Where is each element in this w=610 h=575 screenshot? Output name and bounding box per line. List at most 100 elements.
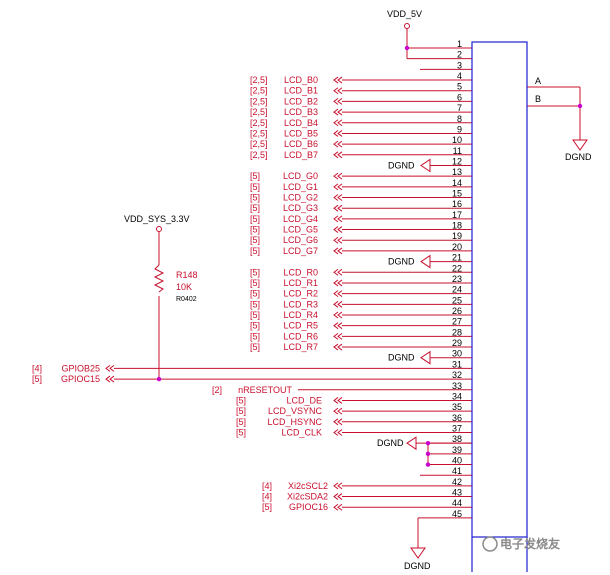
signal-name: LCD_B3: [284, 107, 318, 117]
reset-name: nRESETOUT: [238, 385, 292, 395]
signal-arrow: [333, 397, 343, 404]
signal-ref: [5]: [262, 502, 272, 512]
signal-name: LCD_B4: [284, 118, 318, 128]
signal-ref: [5]: [250, 203, 260, 213]
signal-arrow: [333, 311, 343, 319]
pin-number: 39: [452, 445, 462, 455]
pin-number: 28: [452, 327, 462, 337]
signal-arrow: [333, 108, 343, 116]
signal-ref: [5]: [250, 331, 260, 341]
gpio-ref: [5]: [32, 374, 42, 384]
wires: [114, 28, 581, 548]
pin-number: 27: [452, 317, 462, 327]
signal-arrow: [333, 183, 343, 191]
signal-arrow: [333, 300, 343, 308]
resistor-value: 10K: [176, 282, 192, 292]
dgnd-label: DGND: [377, 438, 404, 448]
signal-arrow: [333, 119, 343, 127]
dgnd-bottom-label: DGND: [404, 561, 431, 571]
pin-number: 4: [457, 71, 462, 81]
connector-outline: [471, 41, 528, 538]
dgnd-label: DGND: [388, 160, 415, 170]
signal-arrow: [333, 482, 343, 490]
signal-ref: [5]: [250, 278, 260, 288]
signal-arrow: [333, 268, 343, 276]
pin-number: 24: [452, 285, 462, 295]
signal-ref: [5]: [250, 193, 260, 203]
power-terminal: [156, 226, 162, 232]
signal-ref: [5]: [236, 427, 246, 437]
dgnd-label: DGND: [388, 353, 415, 363]
signal-arrow: [333, 140, 343, 148]
pin-number: 8: [457, 114, 462, 124]
power-terminal: [404, 23, 410, 29]
pin-number: 13: [452, 167, 462, 177]
signal-name: LCD_G0: [283, 171, 318, 181]
signal-ref: [5]: [250, 246, 260, 256]
pin-number: 11: [453, 146, 462, 156]
signal-ref: [2,5]: [250, 86, 268, 96]
signal-arrow: [333, 290, 343, 298]
signal-ref: [5]: [250, 214, 260, 224]
signal-name: LCD_R6: [283, 331, 318, 341]
pin-number: 41: [452, 466, 462, 476]
pin-number: 31: [452, 359, 462, 369]
signal-ref: [5]: [250, 321, 260, 331]
gpio-arrow: [105, 375, 115, 383]
signal-arrow: [333, 418, 343, 426]
signal-name: LCD_G1: [283, 182, 318, 192]
signal-arrow: [333, 226, 343, 233]
signal-ref: [5]: [250, 289, 260, 299]
signal-arrow: [333, 493, 343, 500]
watermark-text: 电子发烧友: [500, 536, 560, 551]
signal-arrow: [333, 407, 343, 415]
signal-name: LCD_G3: [283, 203, 318, 213]
signal-ref: [5]: [250, 342, 260, 352]
signal-name: LCD_B1: [284, 86, 318, 96]
signal-ref: [2,5]: [250, 139, 268, 149]
pin-b-label: B: [535, 94, 541, 104]
dgnd-left-symbol: [420, 158, 431, 173]
pin-number: 15: [452, 189, 462, 199]
gpio-arrow: [105, 365, 115, 372]
vdd-sys-label: VDD_SYS_3.3V: [124, 214, 190, 224]
pin-number: 23: [452, 274, 462, 284]
pin-number: 20: [452, 242, 462, 252]
pin-number: 6: [457, 92, 462, 102]
pin-number: 42: [452, 477, 462, 487]
dgnd-left-symbol: [406, 436, 417, 451]
signal-ref: [4]: [262, 492, 272, 502]
signal-name: LCD_HSYNC: [267, 417, 322, 427]
signal-ref: [2,5]: [250, 96, 268, 106]
resistor-ref: R148: [176, 270, 198, 280]
signal-name: LCD_R7: [283, 342, 318, 352]
pin-number: 3: [457, 60, 462, 70]
signal-arrow: [333, 151, 343, 159]
signal-ref: [2,5]: [250, 150, 268, 160]
pin-number: 33: [452, 381, 462, 391]
dgnd-right-symbol: [572, 139, 588, 151]
signal-arrow: [333, 194, 343, 201]
dgnd-bottom-symbol: [410, 547, 426, 559]
gpio-ref: [4]: [32, 363, 42, 373]
signal-labels: LCD_B0[2,5]LCD_B1[2,5]LCD_B2[2,5]LCD_B3[…: [32, 75, 415, 512]
junction-dot: [425, 462, 431, 467]
signal-ref: [5]: [250, 235, 260, 245]
signal-ref: [5]: [250, 310, 260, 320]
dgnd-left-symbol: [420, 254, 431, 269]
dgnd-left-symbol: [420, 350, 431, 365]
signal-arrow: [333, 172, 343, 180]
pin-number: 34: [452, 391, 462, 401]
watermark-logo-icon: [482, 536, 498, 552]
signal-arrow: [333, 204, 343, 212]
signal-name: LCD_G6: [283, 235, 318, 245]
signal-ref: [5]: [236, 406, 246, 416]
pin-number: 1: [457, 39, 462, 49]
signal-name: LCD_G5: [283, 225, 318, 235]
pin-number: 26: [452, 306, 462, 316]
signal-ref: [2,5]: [250, 118, 268, 128]
signal-name: Xi2cSDA2: [287, 492, 328, 502]
junction-dot: [404, 45, 410, 51]
pin-number: 10: [452, 135, 462, 145]
